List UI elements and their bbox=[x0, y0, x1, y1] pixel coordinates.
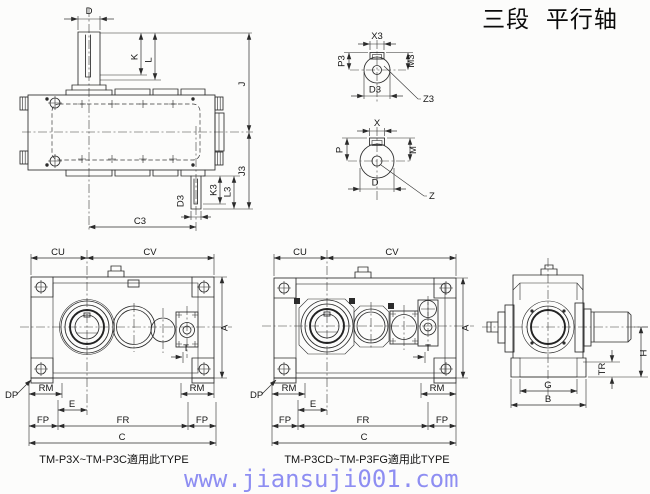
dim-label-c-2: C bbox=[361, 432, 368, 443]
dim-label-p: P bbox=[335, 147, 346, 153]
dim-label-rm-left-1: RM bbox=[39, 383, 54, 394]
dim-label-p3: P3 bbox=[337, 55, 348, 67]
dim-label-k: K bbox=[130, 53, 141, 60]
dim-label-d3-plan: D3 bbox=[176, 195, 187, 207]
dim-label-rm-right-2: RM bbox=[430, 383, 445, 394]
dim-label-z3: Z3 bbox=[423, 94, 434, 105]
plan-view: D K L J J3 K3 L3 D3 C3 bbox=[19, 6, 253, 232]
dim-label-g: G bbox=[544, 380, 551, 391]
dim-label-cv-b: CV bbox=[385, 247, 399, 258]
dim-label-k3: K3 bbox=[209, 184, 220, 196]
shaft-end-detail-z3: X3 P3 M3 D3 Z3 bbox=[337, 31, 435, 105]
front-view-type2: CU CV A T DP RM RM E FP FR FP C TM-P3CD~… bbox=[250, 247, 474, 466]
dim-label-h: H bbox=[639, 349, 650, 356]
dim-label-c-1: C bbox=[119, 432, 126, 443]
front-view-type1: CU CV A T DP RM RM E FP FR FP C TM-P3X~T… bbox=[5, 247, 232, 466]
dim-label-m3: M3 bbox=[406, 54, 417, 67]
dim-label-cv-a: CV bbox=[143, 247, 157, 258]
dim-label-dp-1: DP bbox=[5, 390, 18, 401]
watermark-url: www.jiansuji001.com bbox=[184, 465, 459, 493]
dim-label-cu-a: CU bbox=[51, 247, 65, 258]
dim-label-e-1: E bbox=[69, 399, 75, 410]
dim-label-e-2: E bbox=[310, 399, 316, 410]
dim-label-fp-right-2: FP bbox=[436, 415, 448, 426]
dim-label-rm-left-2: RM bbox=[282, 383, 297, 394]
dim-label-t-1: T bbox=[183, 343, 189, 354]
dim-label-m: M bbox=[408, 146, 419, 154]
title-text: 三段 平行轴 bbox=[482, 7, 618, 32]
page-title: 三段 平行轴 bbox=[482, 7, 618, 32]
dim-label-l: L bbox=[144, 57, 155, 62]
dim-label-d: D bbox=[86, 6, 93, 17]
caption-type2: TM-P3CD~TM-P3FG適用此TYPE bbox=[284, 452, 449, 466]
dim-label-a-2: A bbox=[461, 324, 472, 331]
dim-label-b: B bbox=[545, 394, 551, 405]
dim-label-z: Z bbox=[429, 191, 435, 202]
dim-label-rm-right-1: RM bbox=[190, 383, 205, 394]
dim-label-fp-left-1: FP bbox=[37, 415, 49, 426]
dim-label-x: X bbox=[374, 118, 381, 129]
watermark-text: www.jiansuji001.com bbox=[184, 465, 459, 493]
dim-label-c3: C3 bbox=[134, 216, 146, 227]
shaft-end-detail-z: X P M D Z bbox=[335, 118, 436, 202]
caption-type1: TM-P3X~TM-P3C適用此TYPE bbox=[39, 452, 188, 466]
dim-label-t-2: T bbox=[425, 343, 431, 354]
dim-label-a-1: A bbox=[220, 324, 231, 331]
dim-label-l3: L3 bbox=[223, 187, 234, 198]
dim-label-fp-right-1: FP bbox=[196, 415, 208, 426]
dim-label-j3: J3 bbox=[237, 166, 248, 176]
dim-label-j: J bbox=[237, 81, 248, 86]
dim-label-tr: TR bbox=[597, 363, 608, 376]
dim-label-cu-b: CU bbox=[293, 247, 307, 258]
dim-label-dp-2: DP bbox=[250, 390, 263, 401]
dim-label-d3-detail: D3 bbox=[369, 85, 381, 96]
dim-label-d: D bbox=[372, 178, 379, 189]
dim-label-fr-1: FR bbox=[117, 415, 130, 426]
dim-label-fp-left-2: FP bbox=[279, 415, 291, 426]
dim-label-x3: X3 bbox=[371, 31, 383, 42]
dim-label-fr-2: FR bbox=[357, 415, 370, 426]
side-view: G B H TR bbox=[482, 258, 650, 408]
